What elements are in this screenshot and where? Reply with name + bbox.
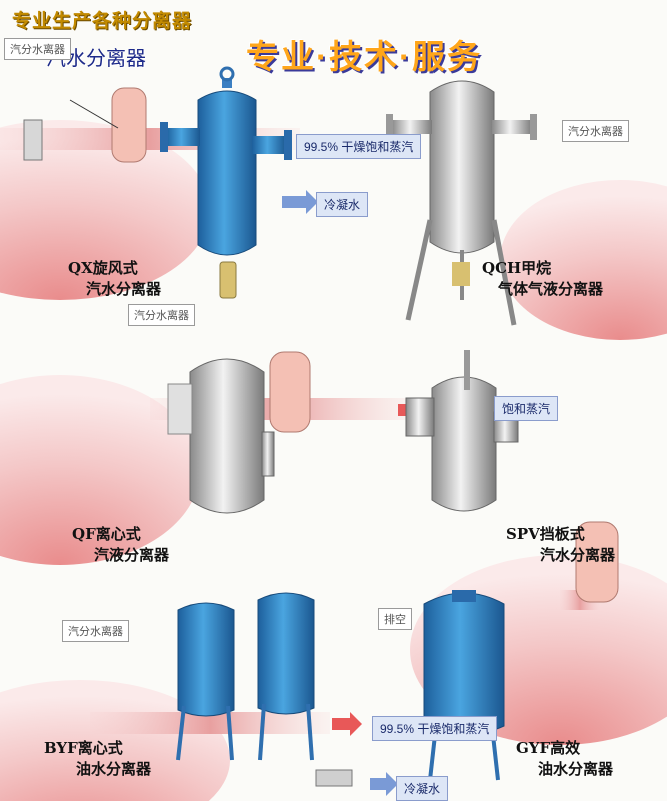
product-caption: QCH甲烷 气体气液分离器	[482, 258, 603, 300]
product-model: QCH甲烷	[482, 259, 552, 277]
label-condensate: 冷凝水	[316, 192, 369, 217]
label-condensate: 冷凝水	[396, 776, 449, 801]
product-caption: BYF离心式 油水分离器	[44, 738, 151, 780]
pointer-line	[69, 99, 119, 129]
steam-pipe	[90, 712, 330, 734]
qf-centrifugal-separator	[167, 351, 311, 514]
label-saturated-steam: 饱和蒸汽	[494, 396, 559, 421]
label-steam-water-separator: 汽分水离器	[128, 304, 195, 326]
product-caption: QF离心式 汽液分离器	[72, 524, 169, 566]
steam-dome-bg	[0, 375, 200, 565]
product-model: BYF离心式	[44, 739, 123, 757]
header-title: 专业生产各种分离器	[12, 11, 193, 32]
product-desc: 油水分离器	[538, 760, 614, 778]
flow-arrow-icon	[332, 712, 362, 736]
product-desc: 汽水分离器	[86, 280, 162, 298]
flow-arrow-icon	[370, 772, 398, 796]
byf-centrifugal-oil-separator	[176, 592, 353, 787]
gyf-oil-water-separator	[423, 590, 505, 781]
steam-dome-bg	[500, 180, 667, 340]
steam-dome-bg	[0, 120, 210, 300]
product-caption: QX旋风式 汽水分离器	[68, 258, 161, 300]
label-steam-water-separator: 汽分水离器	[4, 38, 71, 60]
product-desc: 气体气液分离器	[498, 280, 604, 298]
banner-slogan: 专业·技术·服务	[246, 38, 482, 75]
product-caption: GYF高效 油水分离器	[516, 738, 613, 780]
product-caption: SPV挡板式 汽水分离器	[506, 524, 615, 566]
product-desc: 汽水分离器	[540, 546, 616, 564]
qch-methane-separator	[386, 80, 537, 326]
flow-arrow-icon	[282, 190, 318, 214]
product-desc: 汽液分离器	[94, 546, 170, 564]
label-dry-steam: 99.5% 干燥饱和蒸汽	[296, 134, 422, 159]
product-model: GYF高效	[516, 739, 581, 757]
product-model: SPV挡板式	[506, 525, 585, 543]
product-desc: 油水分离器	[76, 760, 152, 778]
label-exhaust: 排空	[378, 608, 412, 630]
product-model: QF离心式	[72, 525, 141, 543]
valve-icon	[23, 119, 43, 161]
label-dry-steam: 99.5% 干燥饱和蒸汽	[372, 716, 498, 741]
steam-dome-bg	[0, 680, 230, 801]
product-model: QX旋风式	[68, 259, 138, 277]
small-separator-diagram	[111, 87, 147, 163]
label-steam-water-separator: 汽分水离器	[62, 620, 129, 642]
qx-cyclone-separator	[160, 66, 292, 299]
label-steam-water-separator: 汽分水离器	[562, 120, 629, 142]
